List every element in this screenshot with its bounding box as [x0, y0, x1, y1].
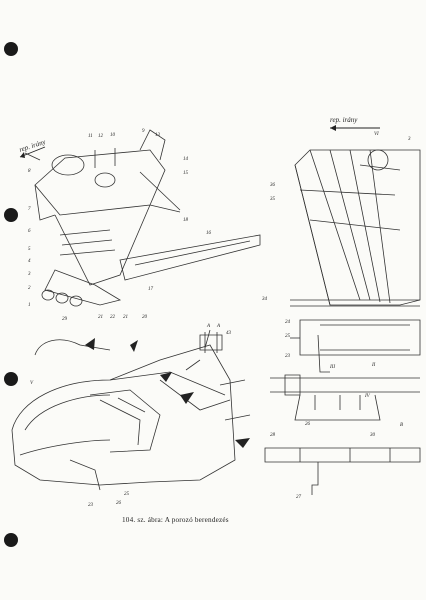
svg-text:27: 27: [296, 495, 302, 500]
svg-text:3: 3: [408, 137, 411, 142]
part-numbers-bottom-left: V 23 25 26: [30, 381, 130, 508]
svg-text:17: 17: [148, 287, 154, 292]
svg-text:25: 25: [285, 334, 291, 339]
svg-text:10: 10: [110, 133, 116, 138]
svg-text:16: 16: [206, 231, 212, 236]
part-numbers-right: VI 3 36 35 34 24 25 23 26 28 30 27 II II…: [262, 132, 411, 500]
svg-text:V: V: [30, 381, 34, 386]
svg-text:20: 20: [142, 315, 148, 320]
svg-text:34: 34: [262, 297, 268, 302]
figure-caption: 104. sz. ábra: A porozó berendezés: [122, 516, 229, 524]
svg-text:18: 18: [183, 218, 189, 223]
svg-text:43: 43: [226, 331, 232, 336]
punch-hole: [4, 42, 18, 56]
svg-text:15: 15: [183, 171, 189, 176]
part-numbers-left: 11 12 10 9 13 8 14 15 7 6 5 4 3 2 1 16 1…: [28, 129, 212, 322]
punch-hole: [4, 372, 18, 386]
svg-text:11: 11: [88, 134, 93, 139]
punch-hole: [4, 533, 18, 547]
svg-text:8: 8: [28, 169, 31, 174]
svg-text:29: 29: [62, 317, 68, 322]
svg-text:26: 26: [116, 501, 122, 506]
svg-text:14: 14: [183, 157, 189, 162]
svg-text:1: 1: [28, 303, 31, 308]
svg-text:II: II: [371, 363, 376, 368]
svg-text:7: 7: [28, 207, 31, 212]
svg-text:4: 4: [28, 259, 31, 264]
svg-text:VI: VI: [374, 132, 379, 137]
svg-text:A: A: [206, 324, 211, 329]
svg-text:3: 3: [28, 272, 31, 277]
section-labels: A A 43: [206, 324, 232, 336]
svg-text:12: 12: [98, 134, 104, 139]
hopper-right-drawing: [264, 149, 421, 495]
svg-text:13: 13: [155, 133, 161, 138]
svg-text:6: 6: [28, 229, 31, 234]
svg-text:23: 23: [285, 354, 291, 359]
svg-text:30: 30: [370, 433, 376, 438]
svg-text:21: 21: [123, 315, 128, 320]
svg-text:26: 26: [305, 422, 311, 427]
svg-text:IV: IV: [364, 394, 371, 399]
svg-text:2: 2: [28, 286, 31, 291]
svg-text:A: A: [216, 324, 221, 329]
svg-text:9: 9: [142, 129, 145, 134]
svg-text:28: 28: [270, 433, 276, 438]
svg-text:5: 5: [28, 247, 31, 252]
svg-text:35: 35: [270, 197, 276, 202]
svg-text:36: 36: [270, 183, 276, 188]
svg-text:B: B: [400, 423, 403, 428]
hopper-left-drawing: [24, 129, 261, 307]
svg-text:21: 21: [98, 315, 103, 320]
svg-text:22: 22: [110, 315, 116, 320]
svg-text:23: 23: [88, 503, 94, 508]
svg-text:25: 25: [124, 492, 130, 497]
svg-text:III: III: [329, 365, 335, 370]
section-aa-drawing: [199, 332, 223, 353]
punch-hole: [4, 208, 18, 222]
direction-label-right: rep. irány: [330, 116, 358, 124]
pipe-assembly-drawing: [11, 329, 251, 491]
svg-text:24: 24: [285, 320, 291, 325]
